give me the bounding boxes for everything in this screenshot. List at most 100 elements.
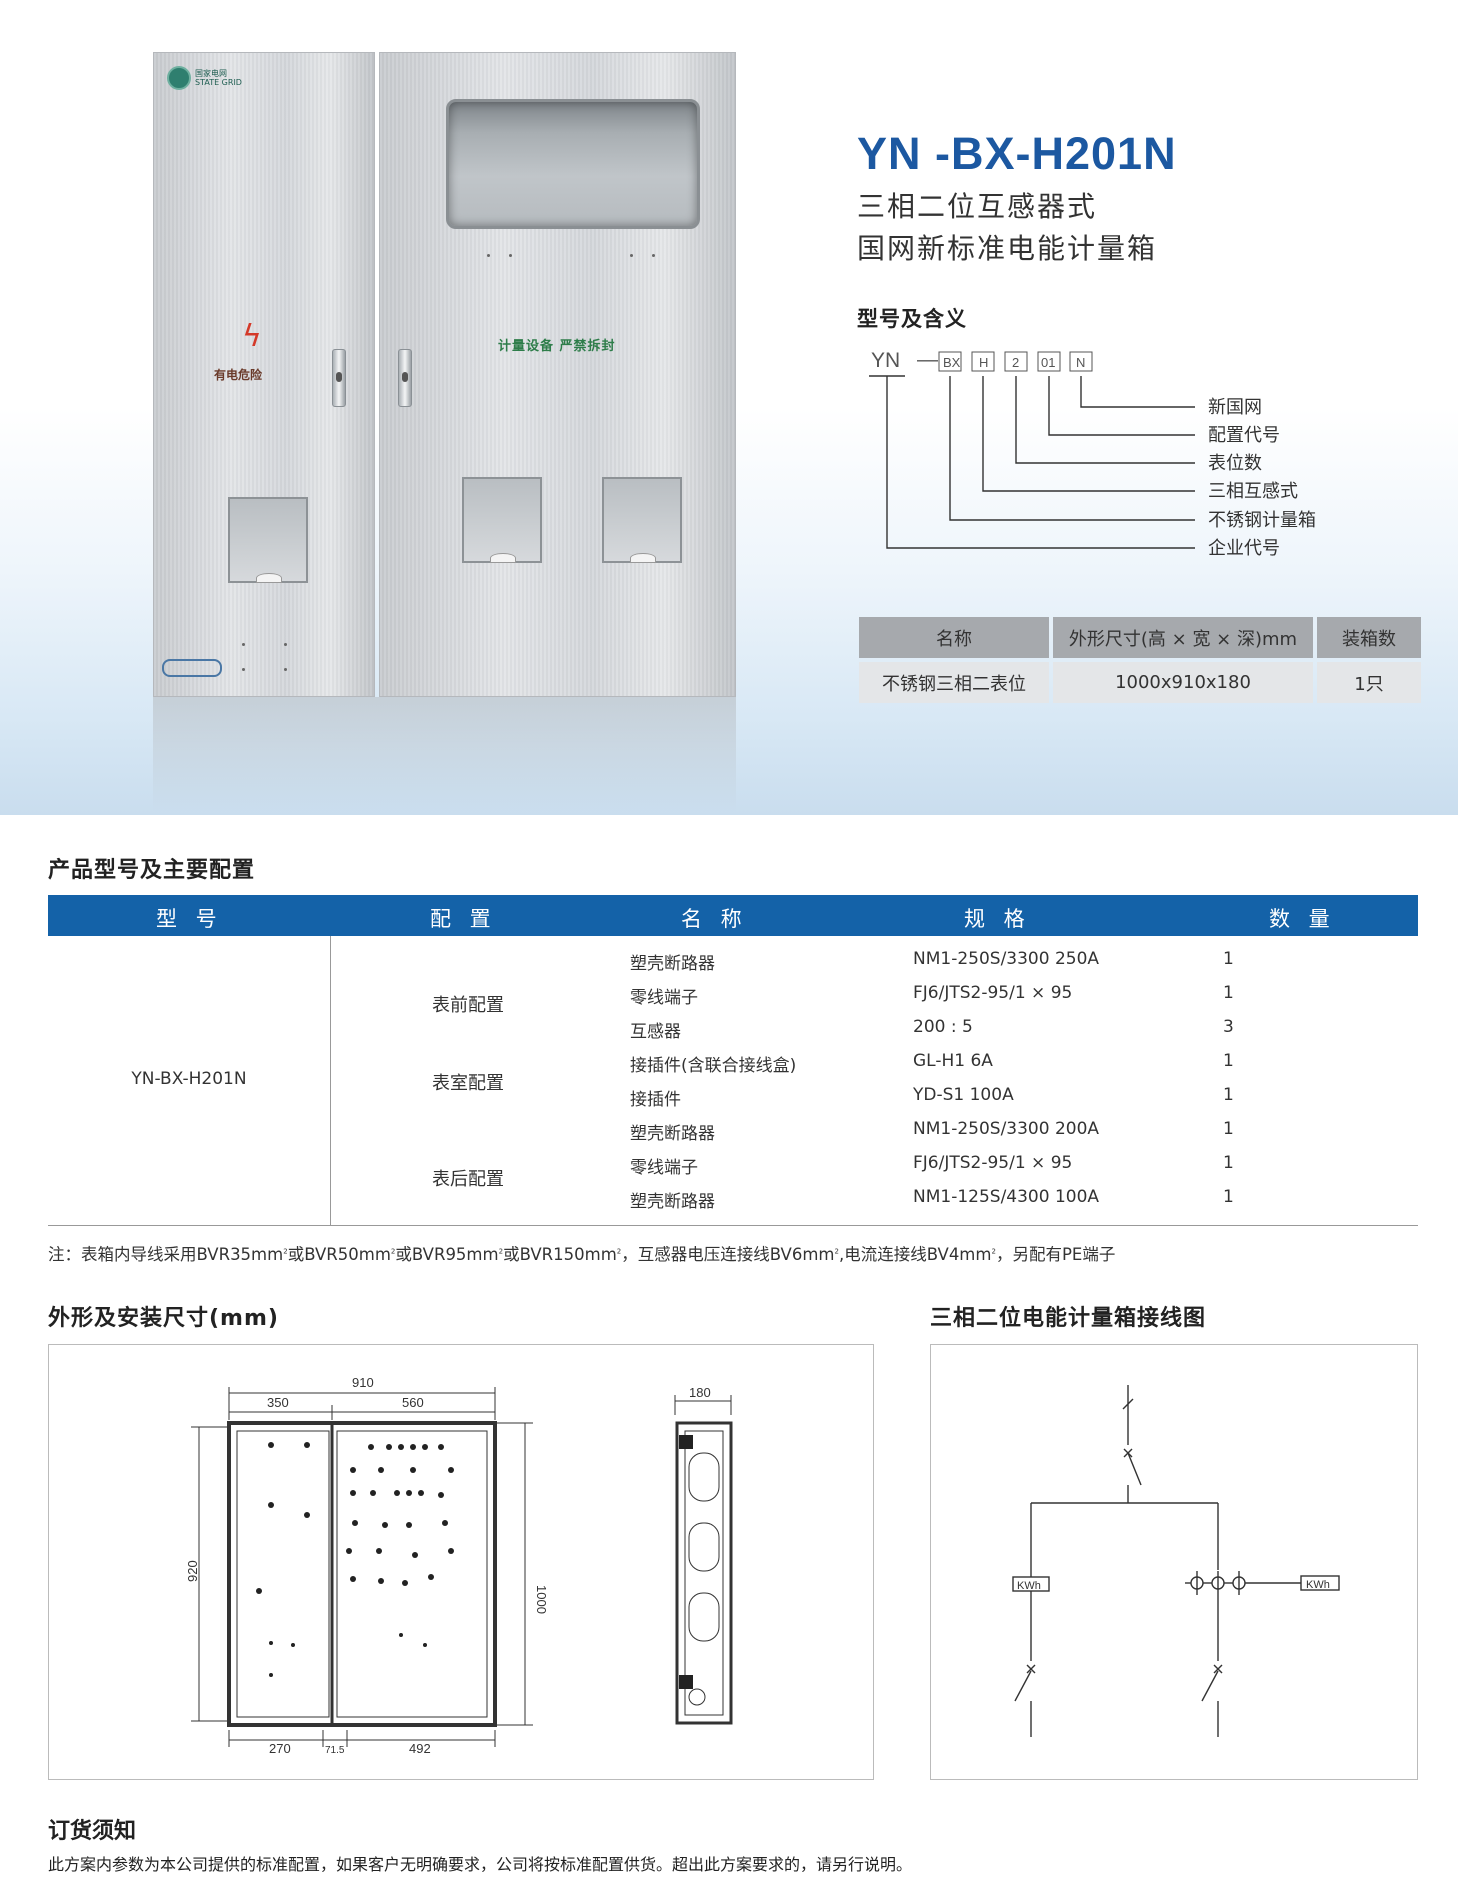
config-cell-qty: 1	[1223, 1085, 1234, 1105]
config-group-rear: 表后配置	[432, 1169, 504, 1190]
warning-label: 有电危险	[214, 368, 263, 382]
cabinet-reflection	[153, 697, 736, 812]
dim-bottom-right: 492	[409, 1741, 431, 1756]
config-cell-spec: NM1-250S/3300 200A	[913, 1119, 1100, 1139]
config-cell-name: 零线端子	[630, 988, 698, 1008]
svg-text:N: N	[1076, 355, 1085, 370]
code-dash: —	[917, 348, 938, 371]
config-cell-spec: NM1-125S/4300 100A	[913, 1187, 1100, 1207]
meter-window-2	[602, 477, 682, 563]
code-leader-lines	[869, 375, 1195, 549]
svg-text:H: H	[979, 355, 988, 370]
door-handle-left	[332, 349, 346, 407]
config-group-chamber: 表室配置	[432, 1073, 504, 1094]
dim-left-width: 350	[267, 1395, 289, 1410]
config-group-front: 表前配置	[432, 995, 504, 1016]
code-box-01: 01	[1037, 351, 1061, 372]
legend-item: 新国网	[1208, 397, 1262, 418]
config-cell-name: 接插件	[630, 1090, 681, 1110]
dim-bottom-left: 270	[269, 1741, 291, 1756]
config-cell-name: 互感器	[630, 1022, 681, 1042]
svg-text:01: 01	[1041, 355, 1055, 370]
config-cell-spec: YD-S1 100A	[913, 1085, 1014, 1105]
config-cell-qty: 1	[1223, 1119, 1234, 1139]
order-text: 此方案内参数为本公司提供的标准配置，如果客户无明确要求，公司将按标准配置供货。超…	[48, 1855, 913, 1874]
spec-cell: 不锈钢三相二表位	[859, 662, 1049, 703]
code-box-bx: BX	[938, 351, 962, 372]
inspection-window	[228, 497, 308, 583]
spec-header: 装箱数	[1317, 617, 1421, 658]
config-cell-spec: FJ6/JTS2-95/1 × 95	[913, 983, 1073, 1003]
product-subtitle-1: 三相二位互感器式	[857, 190, 1098, 223]
lightning-icon: ϟ	[242, 319, 262, 354]
meter-label-right: KWh	[1306, 1579, 1330, 1591]
code-box-2: 2	[1004, 351, 1028, 372]
config-cell-qty: 1	[1223, 1187, 1234, 1207]
product-model-title: YN -BX-H201N	[857, 128, 1177, 179]
dim-total-width: 910	[352, 1375, 374, 1390]
config-cell-qty: 3	[1223, 1017, 1234, 1037]
config-cell-name: 塑壳断路器	[630, 1124, 715, 1144]
dim-bottom-mid: 71.5	[325, 1745, 345, 1756]
meter-label-left: KWh	[1017, 1580, 1041, 1592]
seal-label: 计量设备 严禁拆封	[498, 339, 616, 354]
config-cell-spec: GL-H1 6A	[913, 1051, 993, 1071]
config-cell-spec: NM1-250S/3300 250A	[913, 949, 1100, 969]
config-cell-qty: 1	[1223, 1153, 1234, 1173]
legend-item: 企业代号	[1208, 538, 1280, 559]
config-cell-spec: FJ6/JTS2-95/1 × 95	[913, 1153, 1073, 1173]
legend-item: 表位数	[1208, 453, 1262, 474]
dimension-drawing-panel: 910 350 560 920 1000 180 270 71.5 492	[48, 1344, 874, 1780]
config-table-header: 型 号 配 置 名 称 规 格 数 量	[48, 895, 1418, 936]
dim-outer-height: 1000	[534, 1585, 549, 1614]
col-header-model: 型 号	[156, 907, 223, 931]
config-model-cell: YN-BX-H201N	[131, 1069, 247, 1089]
order-heading: 订货须知	[48, 1819, 137, 1844]
code-prefix: YN	[871, 349, 900, 372]
dim-inner-height: 920	[185, 1560, 200, 1582]
dimensions-heading: 外形及安装尺寸(mm)	[48, 1306, 279, 1331]
door-handle-right	[398, 349, 412, 407]
code-box-h: H	[971, 351, 995, 372]
config-cell-spec: 200 : 5	[913, 1017, 973, 1037]
legend-item: 不锈钢计量箱	[1208, 510, 1316, 531]
svg-text:BX: BX	[943, 355, 961, 370]
brand-badge	[162, 659, 222, 677]
config-heading: 产品型号及主要配置	[48, 858, 256, 883]
wiring-diagram-panel: KWh KWh	[930, 1344, 1418, 1780]
code-box-n: N	[1069, 351, 1093, 372]
svg-text:2: 2	[1012, 355, 1019, 370]
wiring-heading: 三相二位电能计量箱接线图	[930, 1306, 1207, 1331]
config-cell-qty: 1	[1223, 1051, 1234, 1071]
spec-cell: 1只	[1317, 662, 1421, 703]
col-header-config: 配 置	[430, 907, 497, 931]
wiring-note: 注：表箱内导线采用BVR35mm2或BVR50mm2或BVR95mm2或BVR1…	[48, 1245, 1116, 1264]
spec-header: 外形尺寸(高 × 宽 × 深)mm	[1053, 617, 1313, 658]
meter-viewing-window	[446, 99, 700, 229]
spec-cell: 1000x910x180	[1053, 662, 1313, 703]
config-cell-qty: 1	[1223, 949, 1234, 969]
spec-table: 名称 外形尺寸(高 × 宽 × 深)mm 装箱数 不锈钢三相二表位 1000x9…	[855, 617, 1425, 703]
dimension-drawing: 910 350 560 920 1000 180 270 71.5 492	[185, 1375, 733, 1756]
legend-item: 三相互感式	[1208, 481, 1298, 502]
dim-depth: 180	[689, 1385, 711, 1400]
col-header-spec: 规 格	[964, 907, 1031, 931]
col-header-name: 名 称	[681, 907, 748, 931]
wiring-diagram: KWh KWh	[1012, 1385, 1340, 1737]
config-cell-name: 接插件(含联合接线盒)	[630, 1056, 797, 1076]
config-cell-name: 零线端子	[630, 1158, 698, 1178]
meter-window-1	[462, 477, 542, 563]
col-header-qty: 数 量	[1269, 907, 1336, 931]
cabinet-right-door: 计量设备 严禁拆封	[379, 52, 736, 697]
config-cell-qty: 1	[1223, 983, 1234, 1003]
legend-item: 配置代号	[1208, 425, 1280, 446]
model-code-diagram: YN — BX H 2 01 N 新国网 配置代号 表位数 三相互感式 不锈钢计…	[869, 348, 1316, 559]
config-cell-name: 塑壳断路器	[630, 1192, 715, 1212]
dim-right-width: 560	[402, 1395, 424, 1410]
config-table-body: YN-BX-H201N 表前配置 表室配置 表后配置 塑壳断路器 NM1-250S…	[48, 936, 1418, 1226]
product-subtitle-2: 国网新标准电能计量箱	[857, 232, 1158, 265]
